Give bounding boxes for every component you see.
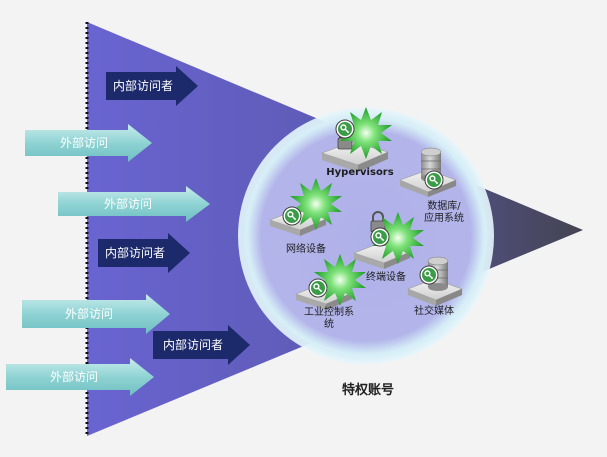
burst-icon <box>340 107 392 159</box>
outer-arrow <box>25 124 152 162</box>
inner-arrow-label: 内部访问者 <box>162 338 223 352</box>
key-lock-icon <box>308 278 328 298</box>
hypervisors-label: Hypervisors <box>326 167 394 178</box>
burst-icon <box>314 254 366 306</box>
terminal-device-label: 终端设备 <box>366 272 406 283</box>
outer-arrow-label: 外部访问 <box>59 136 108 150</box>
key-lock-icon <box>370 227 390 247</box>
key-lock-icon <box>335 119 355 139</box>
network-device-label: 网络设备 <box>286 244 326 255</box>
key-lock-icon <box>419 265 439 285</box>
inner-arrow <box>106 66 198 106</box>
inner-arrow-label: 内部访问者 <box>104 246 165 260</box>
outer-arrow-label: 外部访问 <box>64 307 113 321</box>
inner-arrow <box>98 233 190 273</box>
inner-arrow <box>153 325 250 365</box>
outer-arrow <box>58 186 210 222</box>
outer-arrow-label: 外部访问 <box>49 370 98 384</box>
burst-icon <box>372 212 424 264</box>
outer-arrow <box>22 294 170 334</box>
diagram-caption: 特权账号 <box>341 383 394 398</box>
industrial-control-label: 工业控制系 统 <box>304 307 354 330</box>
social-media-label: 社交媒体 <box>414 306 454 317</box>
database-label: 数据库/ 应用系统 <box>424 201 464 224</box>
hypervisors-device-icon <box>321 128 389 172</box>
inner-arrow-label: 内部访问者 <box>112 79 173 93</box>
burst-icon <box>290 178 342 230</box>
key-lock-icon <box>424 170 444 190</box>
outer-arrow-label: 外部访问 <box>103 197 152 211</box>
key-lock-icon <box>282 206 302 226</box>
outer-arrow <box>6 358 154 396</box>
